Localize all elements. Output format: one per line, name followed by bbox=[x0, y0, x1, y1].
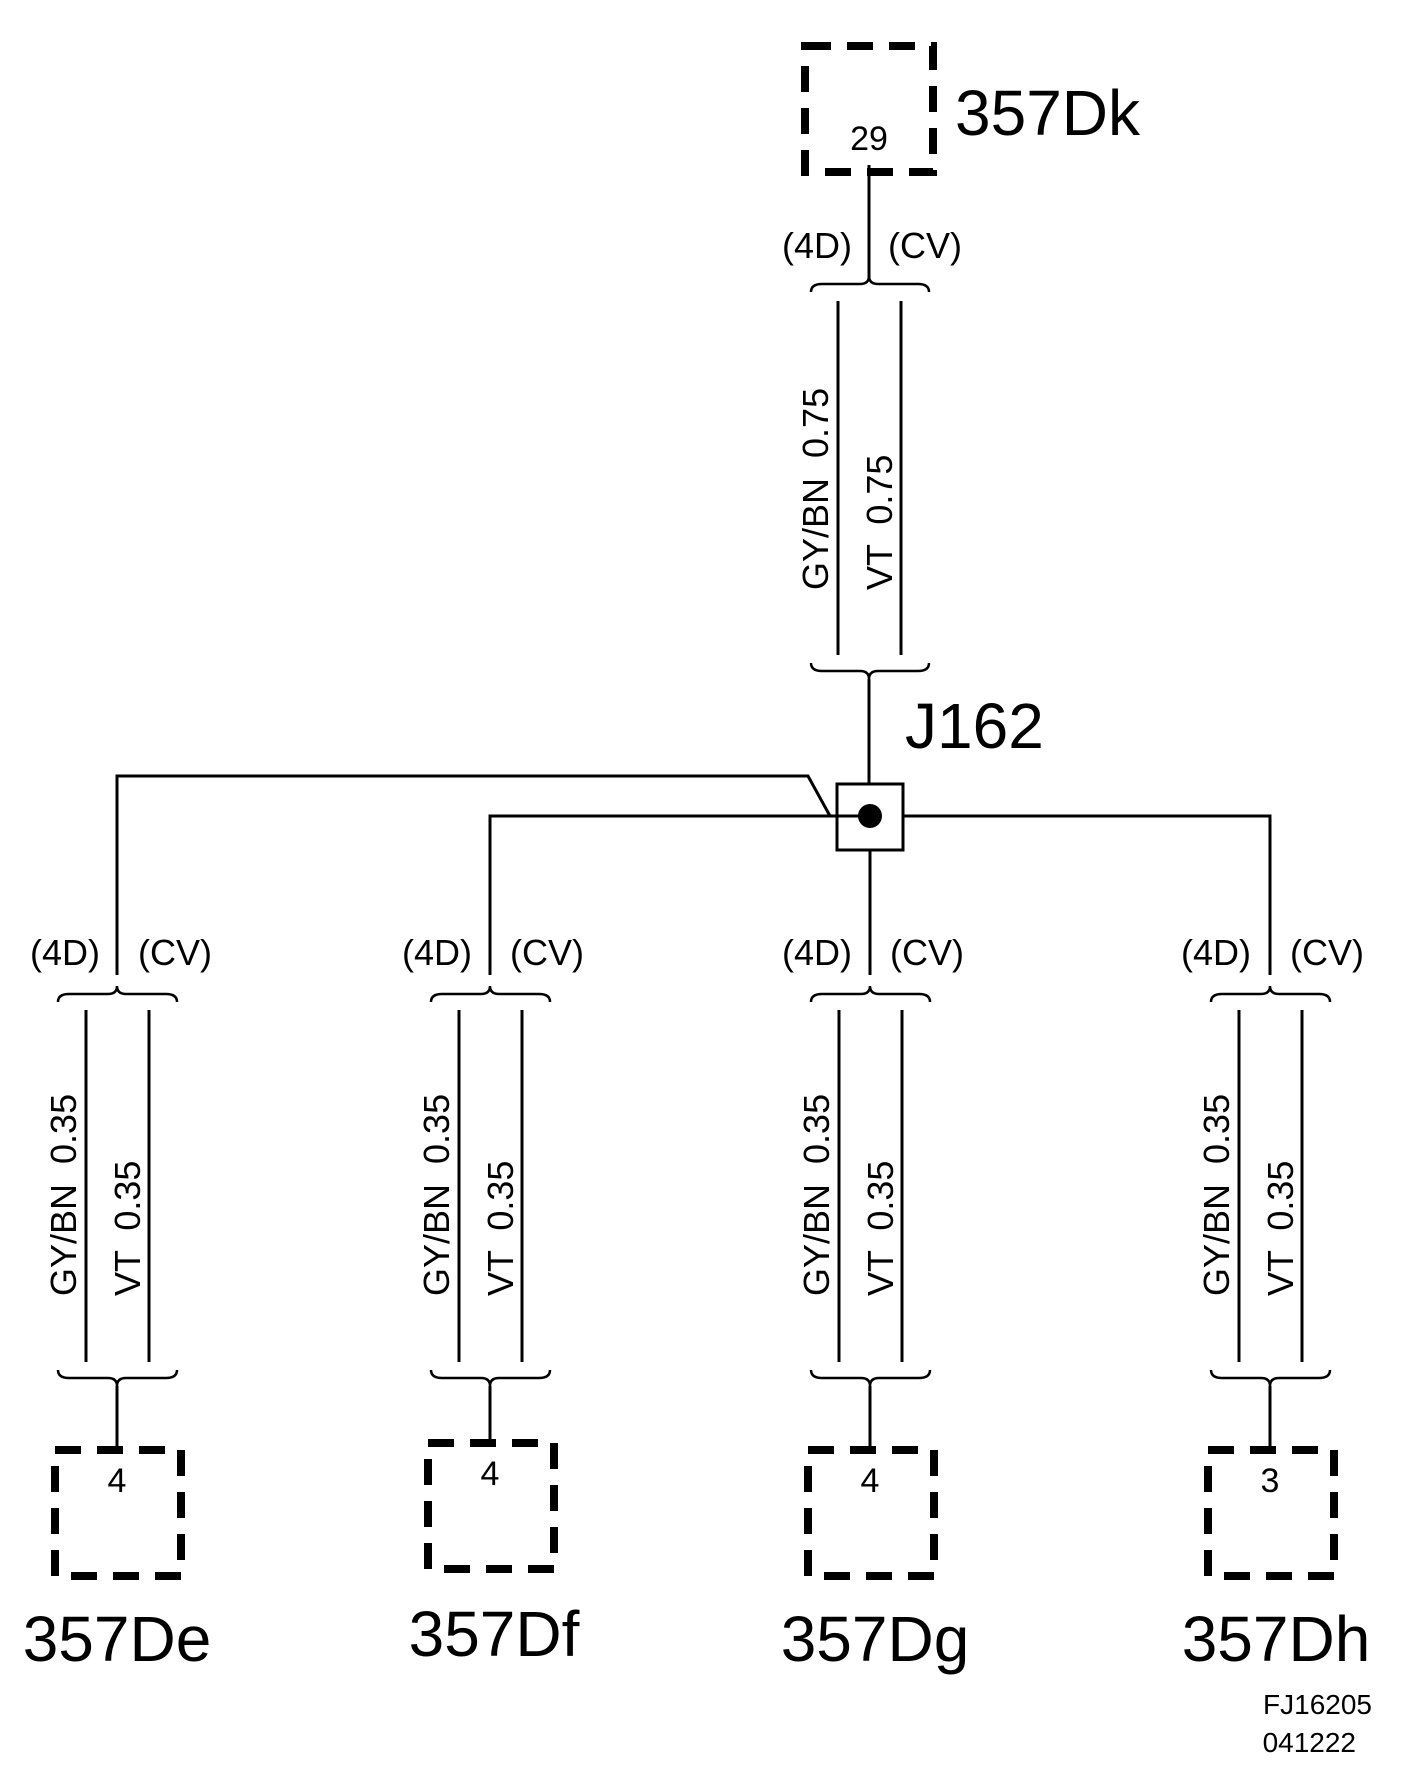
branch-wire-357Dh bbox=[903, 814, 1272, 975]
connector-label: 357Df bbox=[409, 1598, 580, 1670]
harness-brace-bottom bbox=[809, 662, 931, 680]
connector-pin: 3 bbox=[1261, 1462, 1280, 1500]
wire-label-1: GY/BN 0.75 bbox=[795, 388, 836, 590]
connector-label: 357De bbox=[23, 1603, 212, 1675]
harness-code-left: (4D) bbox=[402, 932, 472, 973]
harness-brace-bottom bbox=[809, 1369, 932, 1387]
connector-box bbox=[51, 1446, 185, 1580]
wire-label-2: VT 0.35 bbox=[480, 1161, 521, 1296]
harness-brace-top bbox=[56, 985, 179, 1003]
harness-code-left: (4D) bbox=[782, 225, 852, 266]
connector-357Dk: 29 357Dk bbox=[801, 42, 1141, 176]
branch-357Df: (4D) (CV) GY/BN 0.35 VT 0.35 4 357Df bbox=[402, 932, 584, 1670]
branch-357Dh: (4D) (CV) GY/BN 0.35 VT 0.35 3 357Dh bbox=[1181, 932, 1370, 1675]
connector-pin: 4 bbox=[481, 1455, 500, 1493]
harness-code-left: (4D) bbox=[30, 932, 100, 973]
harness-code-left: (4D) bbox=[1181, 932, 1251, 973]
harness-brace-bottom bbox=[429, 1369, 552, 1387]
harness-brace-bottom bbox=[1209, 1369, 1332, 1387]
connector-pin: 4 bbox=[108, 1462, 127, 1500]
harness-code-left: (4D) bbox=[782, 932, 852, 973]
splice-label: J162 bbox=[905, 690, 1044, 762]
connector-pin: 29 bbox=[850, 120, 888, 158]
harness-brace-bottom bbox=[56, 1369, 179, 1387]
branch-357Dg: (4D) (CV) GY/BN 0.35 VT 0.35 4 357Dg bbox=[781, 932, 970, 1675]
wire-label-1: GY/BN 0.35 bbox=[43, 1094, 84, 1296]
branch-wire-357De bbox=[115, 774, 870, 975]
splice-J162: J162 bbox=[835, 690, 1044, 852]
connector-label: 357Dg bbox=[781, 1603, 970, 1675]
harness-code-right: (CV) bbox=[888, 225, 962, 266]
wire-label-1: GY/BN 0.35 bbox=[1196, 1094, 1237, 1296]
figure-date: 041222 bbox=[1263, 1727, 1356, 1758]
wire-label-2: VT 0.35 bbox=[1260, 1161, 1301, 1296]
wire-label-2: VT 0.35 bbox=[107, 1161, 148, 1296]
connector-box bbox=[1204, 1446, 1338, 1580]
connector-label: 357Dh bbox=[1182, 1603, 1371, 1675]
harness-brace-top bbox=[1209, 985, 1332, 1003]
wire-label-1: GY/BN 0.35 bbox=[796, 1094, 837, 1296]
connector-box bbox=[804, 1446, 938, 1580]
wire-label-2: VT 0.35 bbox=[860, 1161, 901, 1296]
harness-brace-top bbox=[809, 275, 931, 293]
wire-label-1: GY/BN 0.35 bbox=[416, 1094, 457, 1296]
harness-code-right: (CV) bbox=[1290, 932, 1364, 973]
branch-wire-357Df bbox=[488, 814, 837, 975]
connector-pin: 4 bbox=[861, 1462, 880, 1500]
connector-box bbox=[424, 1439, 558, 1573]
wire-label-2: VT 0.75 bbox=[859, 455, 900, 590]
harness-brace-top bbox=[429, 985, 552, 1003]
harness-code-right: (CV) bbox=[138, 932, 212, 973]
harness-code-right: (CV) bbox=[510, 932, 584, 973]
figure-code: FJ16205 bbox=[1263, 1689, 1372, 1720]
connector-label: 357Dk bbox=[955, 77, 1141, 149]
harness-brace-top bbox=[809, 985, 932, 1003]
branch-357De: (4D) (CV) GY/BN 0.35 VT 0.35 4 357De bbox=[23, 932, 212, 1675]
harness-code-right: (CV) bbox=[890, 932, 964, 973]
